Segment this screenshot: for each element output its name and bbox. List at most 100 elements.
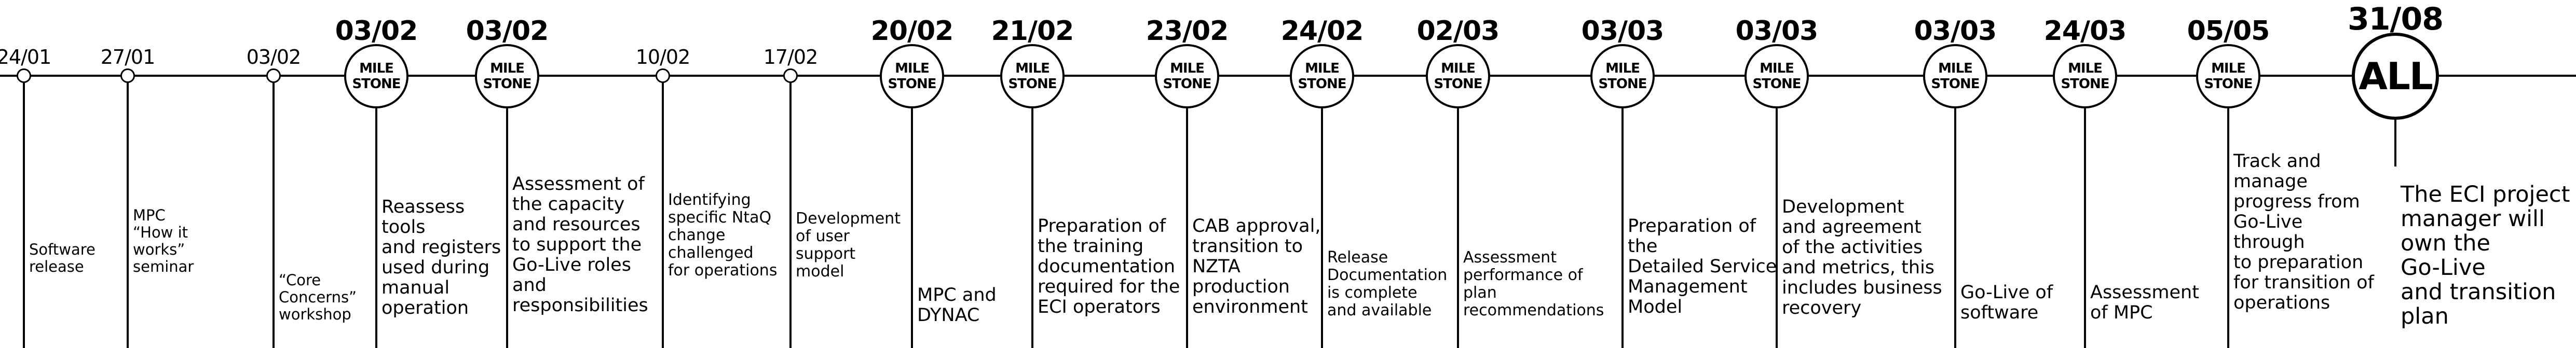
event-date: 05/05 xyxy=(2187,16,2270,47)
connector-line xyxy=(789,83,792,348)
connector-line xyxy=(2084,108,2086,348)
description-line: and transition xyxy=(2401,279,2556,305)
description-line: and xyxy=(512,275,547,296)
event-marker-dot xyxy=(783,68,798,83)
connector-line xyxy=(911,108,913,348)
milestone-label: MILE xyxy=(1605,61,1640,76)
milestone-label: MILE xyxy=(1760,61,1794,76)
milestone-label: STONE xyxy=(1008,76,1057,92)
description-line: operations xyxy=(2233,293,2330,313)
timeline-axis xyxy=(0,75,2576,77)
description-line: Concerns” xyxy=(279,288,357,306)
event-date: 27/01 xyxy=(100,46,156,68)
description-line: Reassess xyxy=(381,197,465,217)
description-line: “How it xyxy=(133,224,188,241)
connector-line xyxy=(23,83,25,348)
final-marker: ALL xyxy=(2352,33,2439,120)
description-line: Development xyxy=(1782,197,1904,217)
description-line: the capacity xyxy=(512,194,625,215)
description-line: CAB approval, xyxy=(1192,216,1321,236)
description-line: and agreement xyxy=(1782,217,1921,238)
milestone-label: MILE xyxy=(359,61,394,76)
description-line: and available xyxy=(1327,301,1432,319)
description-line: Track and xyxy=(2233,151,2321,172)
milestone-label: STONE xyxy=(2061,76,2109,92)
description-line: Assessment xyxy=(1463,248,1557,267)
description-line: and metrics, this xyxy=(1782,257,1935,278)
description-line: tools xyxy=(381,217,426,238)
event-date: 03/03 xyxy=(1914,16,1997,47)
description-line: works” xyxy=(133,241,185,258)
description-line: Software xyxy=(29,241,96,258)
description-line: required for the xyxy=(1038,276,1180,297)
description-line: to support the xyxy=(512,234,642,255)
description-line: change xyxy=(668,226,726,244)
connector-line xyxy=(1457,108,1459,348)
event-date: 03/02 xyxy=(246,46,302,68)
description-line: MPC xyxy=(133,206,166,224)
milestone-label: MILE xyxy=(895,61,930,76)
description-line: “Core xyxy=(279,271,321,289)
connector-line xyxy=(1954,108,1956,348)
milestone-label: MILE xyxy=(2211,61,2246,76)
description-line: Preparation of xyxy=(1038,216,1166,236)
event-date: 02/03 xyxy=(1416,16,1500,47)
description-line: Assessment of xyxy=(512,174,645,194)
event-marker-dot xyxy=(17,68,31,83)
connector-line xyxy=(2227,108,2229,348)
connector-line xyxy=(1321,108,1323,348)
description-line: operation xyxy=(381,298,469,318)
description-line: workshop xyxy=(279,305,351,323)
description-line: responsibilities xyxy=(512,295,648,316)
milestone-label: STONE xyxy=(2204,76,2253,92)
milestone-label: STONE xyxy=(1598,76,1647,92)
description-line: the xyxy=(1628,236,1658,257)
description-line: Assessment xyxy=(2090,282,2199,303)
description-line: challenged xyxy=(668,244,754,262)
description-line: performance of xyxy=(1463,266,1583,284)
description-line: of the activities xyxy=(1782,237,1923,258)
description-line: Documentation xyxy=(1327,266,1448,284)
description-line: for transition of xyxy=(2233,272,2374,293)
event-date: 20/02 xyxy=(870,16,954,47)
event-date: 23/02 xyxy=(1146,16,1229,47)
description-line: production xyxy=(1192,276,1290,297)
description-line: environment xyxy=(1192,297,1308,317)
description-line: recovery xyxy=(1782,298,1862,318)
connector-line xyxy=(1186,108,1188,348)
event-marker-dot xyxy=(266,68,281,83)
description-line: to preparation xyxy=(2233,252,2364,273)
description-line: and resources xyxy=(512,214,640,235)
description-line: recommendations xyxy=(1463,301,1604,319)
connector-line xyxy=(506,108,508,348)
description-line: Detailed Service xyxy=(1628,256,1777,277)
description-line: Go-Live xyxy=(2401,255,2486,281)
description-line: DYNAC xyxy=(917,305,980,326)
description-line: manual xyxy=(381,277,450,298)
description-line: and registers xyxy=(381,237,501,258)
description-line: NZTA xyxy=(1192,256,1241,277)
description-line: Go-Live roles xyxy=(512,255,631,275)
description-line: manage xyxy=(2233,171,2308,192)
milestone-label: STONE xyxy=(352,76,401,92)
